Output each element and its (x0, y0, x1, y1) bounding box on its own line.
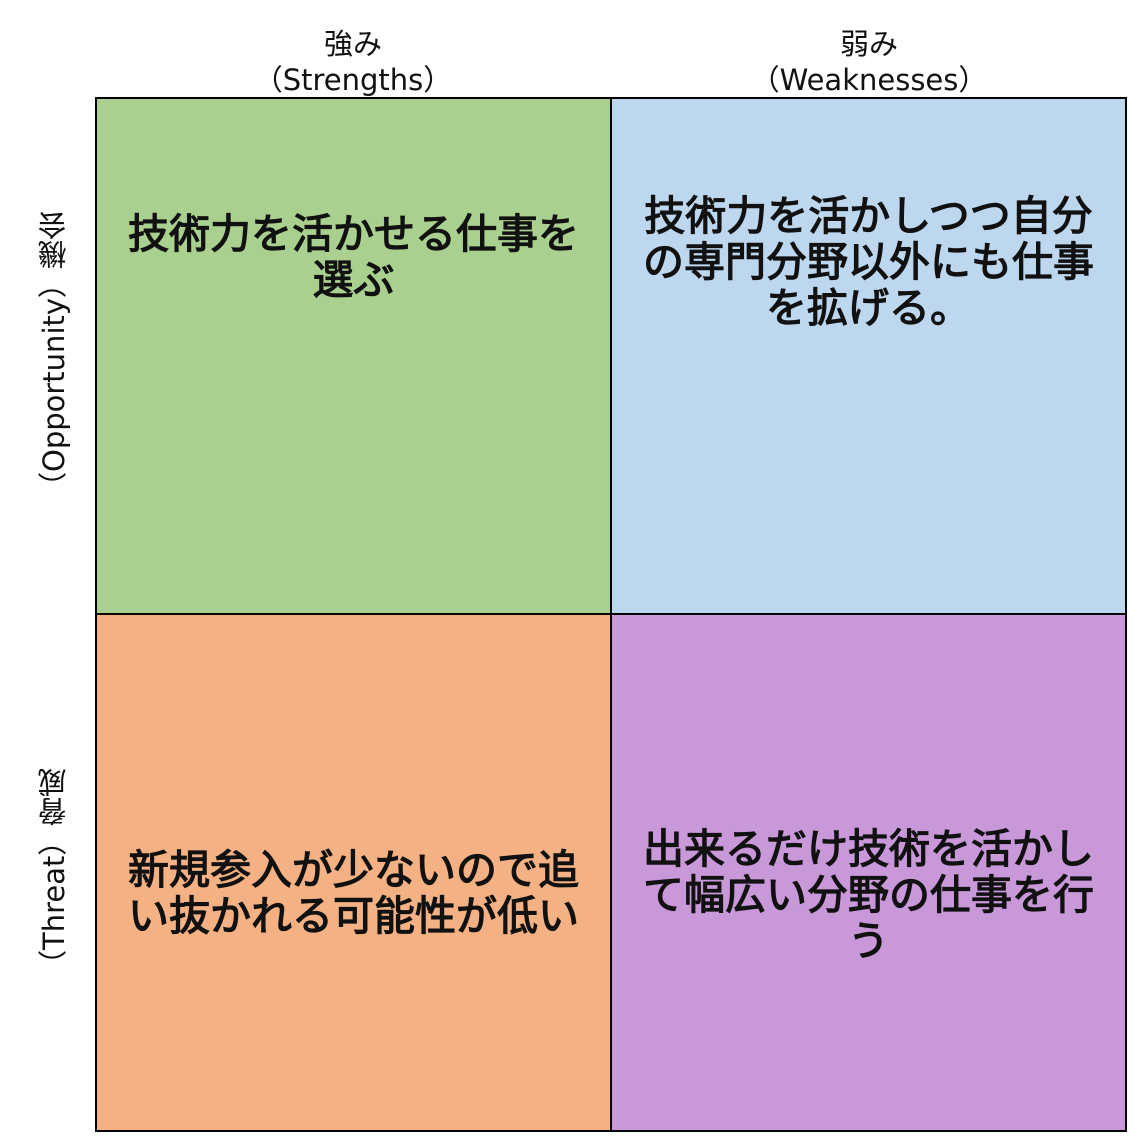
column-header-weaknesses: 弱み （Weaknesses） (611, 26, 1127, 98)
cell-strength-threat-text: 新規参入が少ないので追い抜かれる可能性が低い (128, 845, 579, 940)
column-header-strengths-subtitle: （Strengths） (253, 63, 453, 97)
column-header-weaknesses-subtitle: （Weaknesses） (750, 63, 988, 97)
cell-strength-opportunity-text: 技術力を活かせる仕事を選ぶ (128, 210, 579, 304)
column-header-strengths-title: 強み (323, 27, 382, 61)
cell-weakness-threat-text: 出来るだけ技術を活かして幅広い分野の仕事を行う (643, 824, 1094, 965)
swot-grid: 技術力を活かせる仕事を選ぶ 技術力を活かしつつ自分の専門分野以外にも仕事を拡げる… (95, 97, 1127, 1132)
row-header-threat: （Threat） 脅威 (14, 615, 94, 1132)
row-header-opportunity: （Opportunity） 機会 (14, 97, 94, 615)
cell-weakness-opportunity: 技術力を活かしつつ自分の専門分野以外にも仕事を拡げる。 (612, 99, 1125, 615)
row-header-opportunity-subtitle: （Opportunity） (37, 268, 71, 502)
row-header-threat-title: 脅威 (37, 768, 71, 827)
column-header-weaknesses-title: 弱み (839, 27, 898, 61)
row-header-opportunity-title: 機会 (37, 210, 71, 269)
cell-weakness-opportunity-text: 技術力を活かしつつ自分の専門分野以外にも仕事を拡げる。 (643, 192, 1094, 332)
column-header-strengths: 強み （Strengths） (95, 26, 611, 98)
cell-strength-threat: 新規参入が少ないので追い抜かれる可能性が低い (97, 615, 612, 1130)
cell-weakness-threat: 出来るだけ技術を活かして幅広い分野の仕事を行う (612, 615, 1125, 1130)
cell-strength-opportunity: 技術力を活かせる仕事を選ぶ (97, 99, 612, 615)
row-header-threat-subtitle: （Threat） (37, 826, 71, 979)
